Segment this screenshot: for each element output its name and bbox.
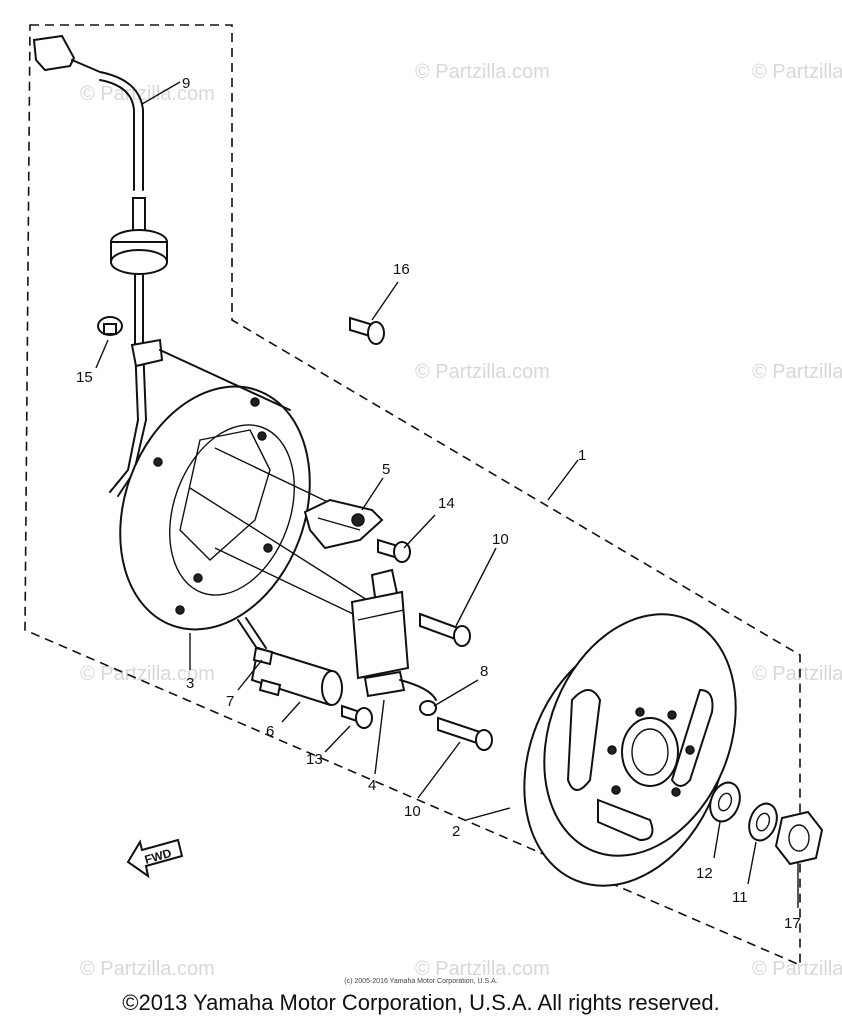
watermark: © Partzilla.com <box>80 958 215 980</box>
washer-8 <box>419 700 437 716</box>
watermark: © Partzilla.com <box>752 361 842 383</box>
callout-9: 9 <box>182 75 190 92</box>
washer-15 <box>709 781 741 823</box>
callout-16: 11 <box>732 889 748 906</box>
screw-11 <box>341 704 373 729</box>
callout-1: 1 <box>578 447 586 464</box>
callout-10-lower: 10 <box>404 803 421 820</box>
watermarks: © Partzilla.com © Partzilla.com © Partzi… <box>80 61 842 980</box>
callout-13: 15 <box>76 369 93 386</box>
small-copyright-note: (c) 2005-2016 Yamaha Motor Corporation, … <box>344 978 498 985</box>
screw-12 <box>377 538 411 563</box>
watermark: © Partzilla.com <box>415 61 550 83</box>
watermark: © Partzilla.com <box>752 958 842 980</box>
flywheel-rotor-2 <box>523 613 737 887</box>
watermark: © Partzilla.com <box>752 61 842 83</box>
callout-7: 7 <box>226 693 234 710</box>
callout-15: 12 <box>696 865 713 882</box>
watermark: © Partzilla.com <box>415 958 550 980</box>
watermark: © Partzilla.com <box>752 663 842 685</box>
callout-11: 13 <box>306 751 323 768</box>
callout-5: 5 <box>382 461 390 478</box>
callout-14: 16 <box>393 261 410 278</box>
watermark: © Partzilla.com <box>415 361 550 383</box>
nut-17 <box>774 810 824 866</box>
wire-harness <box>32 34 168 497</box>
callout-6: 6 <box>266 723 274 740</box>
fwd-arrow: FWD <box>126 838 184 879</box>
contact-breaker-5 <box>303 498 384 550</box>
callout-8: 8 <box>480 663 488 680</box>
watermark: © Partzilla.com <box>80 83 215 105</box>
callout-10-upper: 10 <box>492 531 509 548</box>
screw-13 <box>97 316 123 336</box>
callout-17: 17 <box>784 915 801 932</box>
bolt-10-upper <box>419 612 471 647</box>
lock-washer-16 <box>748 802 778 842</box>
callout-4: 4 <box>368 777 376 794</box>
callout-2: 2 <box>452 823 460 840</box>
leader-lines <box>95 81 799 908</box>
assembly-boundary <box>24 24 801 967</box>
copyright-notice: ©2013 Yamaha Motor Corporation, U.S.A. A… <box>122 990 720 1015</box>
ignition-coil-4 <box>350 568 437 701</box>
callout-12: 14 <box>438 495 455 512</box>
stator-plate <box>119 349 376 631</box>
screw-14 <box>349 316 385 345</box>
bolt-10-lower <box>437 716 493 751</box>
watermark: © Partzilla.com <box>80 663 215 685</box>
callout-numbers: 9 15 16 5 14 10 8 1 3 7 6 13 4 10 2 12 1… <box>76 75 801 932</box>
condenser-6 <box>237 617 343 707</box>
callout-3: 3 <box>186 675 194 692</box>
